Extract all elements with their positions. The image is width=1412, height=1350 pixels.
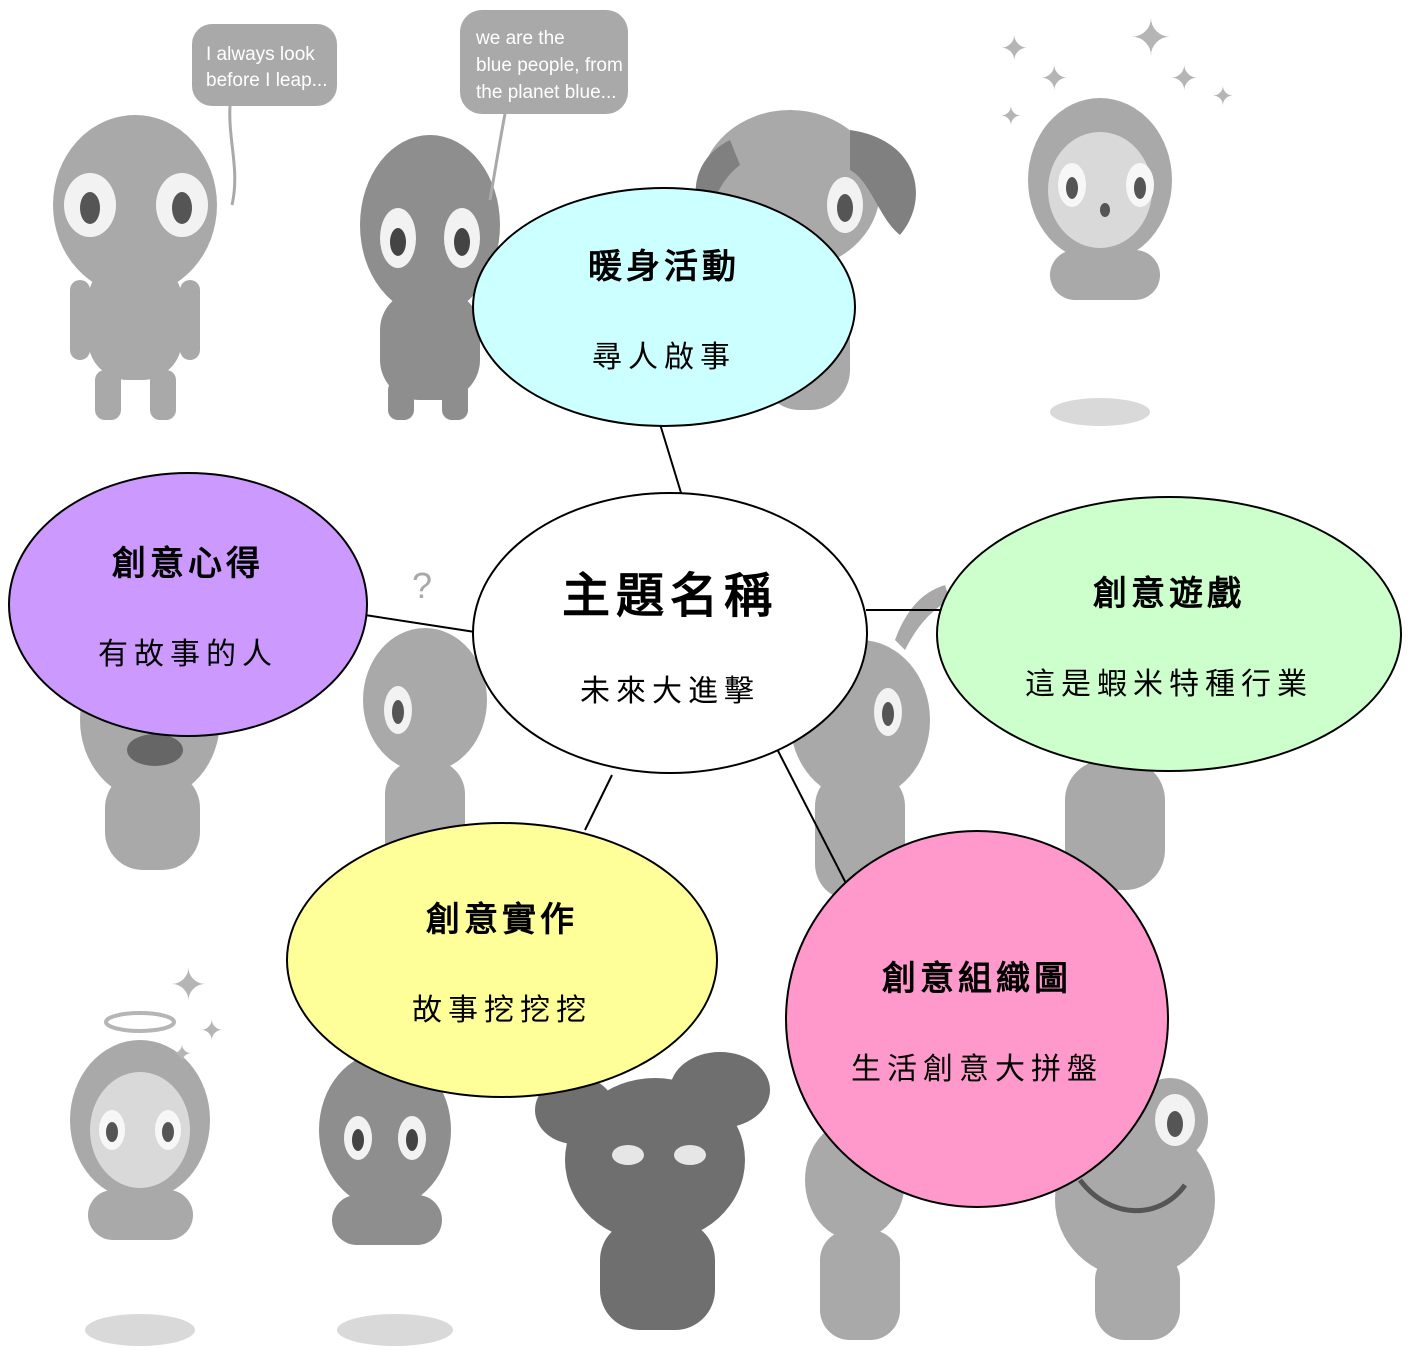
koala-figure — [535, 1052, 770, 1330]
speech-bubble-2-line-3: the planet blue... — [476, 82, 617, 103]
svg-text:✦: ✦ — [1212, 82, 1234, 112]
node-warmup-subtitle: 尋人啟事 — [592, 339, 736, 375]
svg-text:✦: ✦ — [200, 1014, 223, 1047]
middle-alien-far-right — [1065, 760, 1165, 890]
speech-bubble-2-line-1: we are the — [475, 28, 565, 49]
svg-text:✦: ✦ — [1000, 29, 1029, 69]
svg-text:✦: ✦ — [1170, 59, 1199, 99]
speech-bubble-2-text: we are the blue people, from the planet … — [475, 28, 628, 103]
node-warmup-title: 暖身活動 — [588, 246, 740, 287]
svg-text:✦: ✦ — [170, 960, 207, 1011]
question-mark: ? — [412, 565, 432, 606]
node-practice-title: 創意實作 — [426, 899, 578, 940]
connector-practice — [584, 774, 613, 831]
connector-warmup — [659, 423, 683, 497]
speech-bubble-2 — [460, 10, 628, 114]
speech-bubble-1-text: I always look before I leap... — [206, 44, 327, 91]
floating-alien-figure: ✦ ✦ ✦ ✦ ✦ ✦ — [1000, 9, 1234, 426]
connector-map — [774, 744, 853, 896]
node-center-title: 主題名稱 — [561, 568, 778, 624]
node-reflection-title: 創意心得 — [112, 544, 264, 584]
node-practice: 創意實作 故事挖挖挖 — [286, 822, 718, 1098]
node-center-subtitle: 未來大進擊 — [580, 674, 760, 709]
connector-reflection — [364, 614, 476, 633]
node-map-subtitle: 生活創意大拼盤 — [851, 1051, 1103, 1087]
speech-bubble-1 — [192, 24, 337, 106]
dark-alien-figure — [360, 135, 500, 420]
node-practice-subtitle: 故事挖挖挖 — [412, 992, 592, 1028]
svg-text:✦: ✦ — [1130, 9, 1172, 67]
svg-text:✦: ✦ — [1040, 59, 1069, 99]
svg-text:✦: ✦ — [1000, 102, 1022, 132]
speech-bubble-1-line-2: before I leap... — [206, 70, 327, 91]
svg-text:✦: ✦ — [172, 1040, 192, 1068]
node-map: 創意組織圖 生活創意大拼盤 — [785, 830, 1169, 1208]
node-reflection-subtitle: 有故事的人 — [98, 637, 278, 672]
node-map-title: 創意組織圖 — [882, 958, 1072, 999]
angel-alien-figure: ✦ ✦ ✦ — [70, 960, 223, 1346]
node-center: 主題名稱 未來大進擊 — [472, 492, 868, 774]
node-game-subtitle: 這是蝦米特種行業 — [1025, 666, 1313, 702]
node-game-title: 創意遊戲 — [1093, 573, 1245, 614]
sad-alien-figure — [53, 115, 217, 420]
dark-floating-alien-figure — [319, 1052, 453, 1346]
node-game: 創意遊戲 這是蝦米特種行業 — [936, 496, 1402, 772]
speech-bubble-1-line-1: I always look — [206, 44, 315, 65]
speech-bubble-2-line-2: blue people, from — [476, 55, 623, 76]
node-reflection: 創意心得 有故事的人 — [8, 472, 368, 737]
node-warmup: 暖身活動 尋人啟事 — [472, 187, 856, 427]
